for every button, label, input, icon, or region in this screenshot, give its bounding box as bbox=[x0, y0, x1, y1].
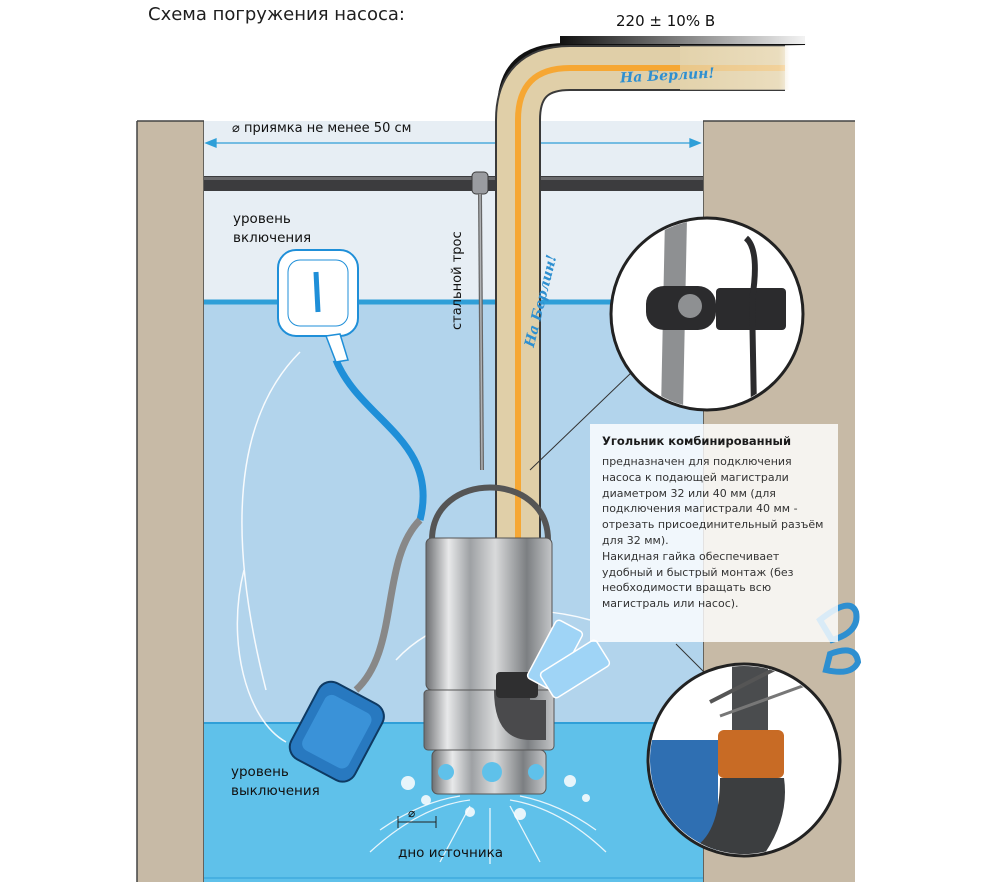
float-switch-upper bbox=[277, 249, 427, 521]
diagram-title: Схема погружения насоса: bbox=[148, 4, 405, 25]
clamp-magnifier bbox=[529, 216, 805, 471]
inlet-diameter-label: ⌀ bbox=[408, 806, 416, 820]
level-off-label: уровень выключения bbox=[231, 764, 320, 799]
info-heading: Угольник комбинированный bbox=[602, 434, 791, 448]
pump bbox=[423, 484, 555, 795]
level-on-label: уровень включения bbox=[233, 211, 312, 246]
inflow-lines bbox=[369, 795, 607, 864]
fitting-info-box: Угольник комбинированный предназначен дл… bbox=[590, 424, 838, 642]
inlet-diameter-marker bbox=[397, 816, 437, 828]
steel-cable-label: стальной трос bbox=[450, 231, 465, 330]
steel-cable bbox=[471, 171, 489, 471]
info-body: предназначен для подключения насоса к по… bbox=[602, 455, 824, 611]
bubbles bbox=[401, 775, 590, 820]
sump-diameter-label: ⌀ приямка не менее 50 см bbox=[232, 121, 412, 136]
sump-diameter-arrow bbox=[204, 138, 702, 148]
source-bottom-label: дно источника bbox=[398, 845, 504, 861]
angle-fittings bbox=[526, 619, 611, 699]
discharge-hose bbox=[495, 45, 790, 690]
float-switch-lower bbox=[288, 517, 423, 783]
voltage-label: 220 ± 10% В bbox=[616, 12, 716, 30]
